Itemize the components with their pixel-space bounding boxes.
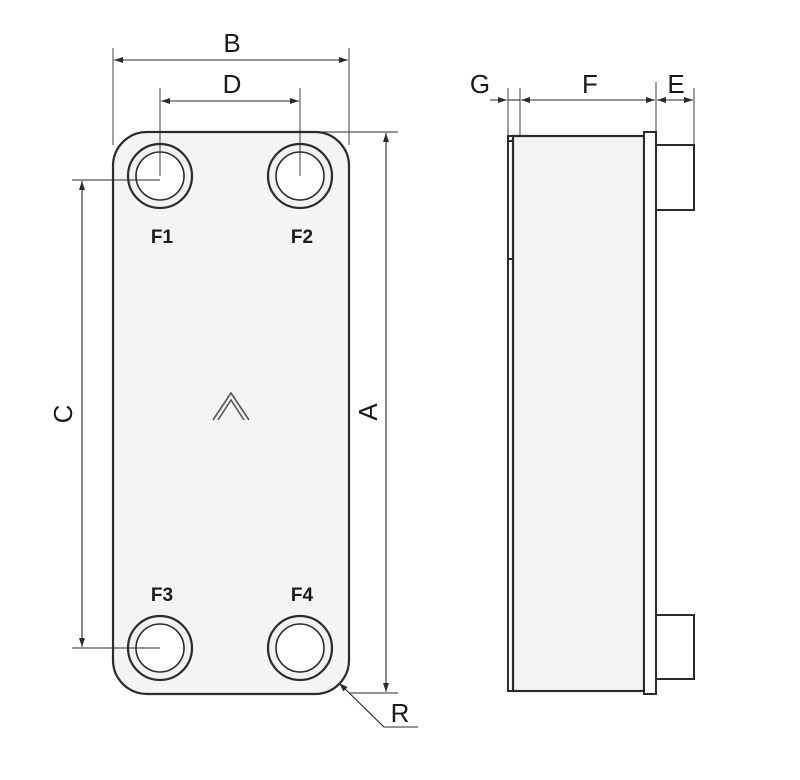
- side-connection-bottom: [655, 614, 695, 680]
- port-label-f3: F3: [151, 585, 173, 606]
- dimension-label-e: E: [667, 69, 684, 99]
- dimension-label-b: B: [223, 28, 240, 58]
- port-f4: [266, 614, 334, 682]
- front-view: F1 F2 F3 F4 B D C A R: [48, 28, 418, 728]
- dimension-label-c: C: [48, 405, 78, 424]
- port-label-f2: F2: [291, 227, 313, 248]
- side-connection-top: [655, 144, 695, 211]
- dimension-label-r: R: [391, 698, 410, 728]
- side-view: G F E: [470, 69, 695, 695]
- front-plate-outline: [111, 130, 351, 696]
- side-plate-pack: [511, 134, 646, 693]
- port-label-f4: F4: [291, 585, 314, 606]
- radius-leader-r: [338, 682, 418, 728]
- side-rear-plate: [643, 131, 657, 695]
- dimension-label-g: G: [470, 69, 490, 99]
- dimension-label-d: D: [223, 69, 242, 99]
- dimension-label-f: F: [582, 69, 598, 99]
- flow-direction-chevron: [212, 391, 250, 421]
- dimension-label-a: A: [353, 403, 383, 421]
- port-label-f1: F1: [151, 227, 174, 248]
